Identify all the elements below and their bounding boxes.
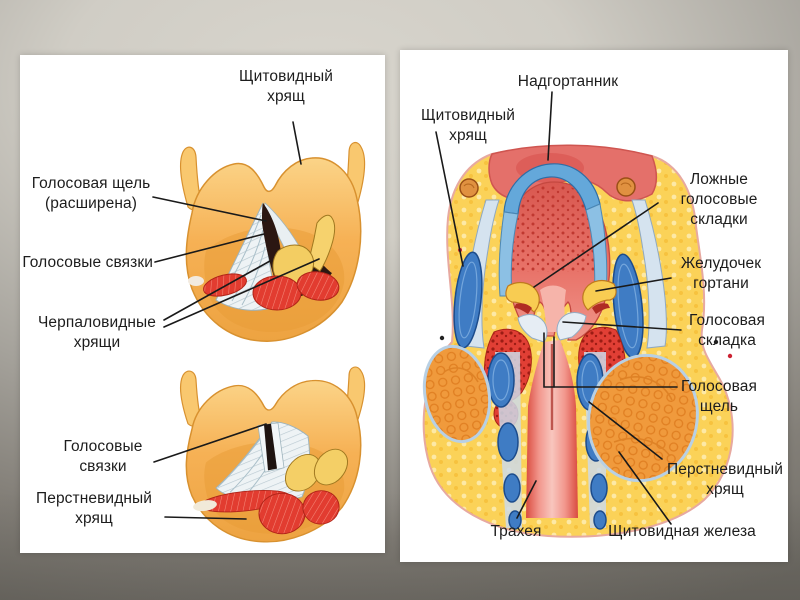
hyoid-bone-art <box>459 177 636 198</box>
arytenoid-art <box>284 454 322 492</box>
label-cricoid-cartilage: Перстневидный хрящ <box>35 490 152 527</box>
left-diagram-panel: Щитовидный хрящ Голосовая щель (расширен… <box>20 55 385 553</box>
label-cricoid-cartilage: Перстневидный хрящ <box>666 461 783 498</box>
larynx-open-glottis-art <box>179 141 366 342</box>
label-thyroid-gland: Щитовидная железа <box>608 523 756 540</box>
thyroid-cartilage-blue-art <box>453 199 667 359</box>
label-arytenoid-cartilages: Черпаловидные хрящи <box>38 314 156 351</box>
leader-vocal-fold <box>562 321 682 331</box>
leader-lines <box>152 121 320 520</box>
label-laryngeal-ventricle: Желудочек гортани <box>680 255 762 292</box>
closed-glottis-slit-art <box>264 423 277 471</box>
leader-trachea <box>516 480 537 519</box>
epiglottis-art <box>498 163 608 299</box>
label-glottis-widened: Голосовая щель (расширена) <box>31 175 151 212</box>
leader-thyroid-gland <box>618 451 672 525</box>
label-vocal-fold: Голосовая складка <box>689 312 765 349</box>
label-vocal-cords-bottom: Голосовые связки <box>63 438 143 475</box>
label-thyroid-cartilage: Щитовидный хрящ <box>238 68 334 105</box>
cricoid-tracheal-rings-art <box>487 352 608 530</box>
leader-cricoid <box>164 516 247 520</box>
larynx-closed-glottis-art <box>179 366 366 543</box>
larynx-superior-views-art <box>152 121 366 543</box>
laryngeal-muscles-art <box>193 490 340 535</box>
right-diagram-panel: Надгортанник Щитовидный хрящ Ложные голо… <box>400 50 788 562</box>
leader-glottis <box>543 332 678 388</box>
label-thyroid-cartilage: Щитовидный хрящ <box>420 107 516 144</box>
larynx-coronal-section-art <box>422 91 734 538</box>
arytenoid-art <box>313 448 349 486</box>
leader-cricoid <box>588 401 663 460</box>
false-vocal-folds-art <box>505 279 617 314</box>
leader-thyroid-cartilage <box>292 121 302 165</box>
leader-vocal-cords-top <box>154 233 265 263</box>
leader-ventricle <box>595 277 672 292</box>
leader-vocal-cords-bottom <box>153 423 267 463</box>
leader-glottis-widened <box>152 196 267 222</box>
label-trachea: Трахея <box>490 523 542 540</box>
label-vocal-cords-top: Голосовые связки <box>22 254 153 271</box>
leader-false-folds <box>533 202 659 288</box>
leader-lines <box>435 91 682 525</box>
arytenoid-art <box>307 214 335 272</box>
label-false-vocal-folds: Ложные голосовые складки <box>680 171 758 228</box>
leader-arytenoid-2 <box>163 258 320 328</box>
leader-epiglottis <box>547 91 553 161</box>
vocal-folds-art <box>517 312 587 343</box>
label-epiglottis: Надгортанник <box>517 73 619 90</box>
leader-arytenoid-1 <box>163 260 271 321</box>
label-glottis: Голосовая щель <box>681 378 757 415</box>
leader-thyroid-cartilage <box>435 131 464 267</box>
